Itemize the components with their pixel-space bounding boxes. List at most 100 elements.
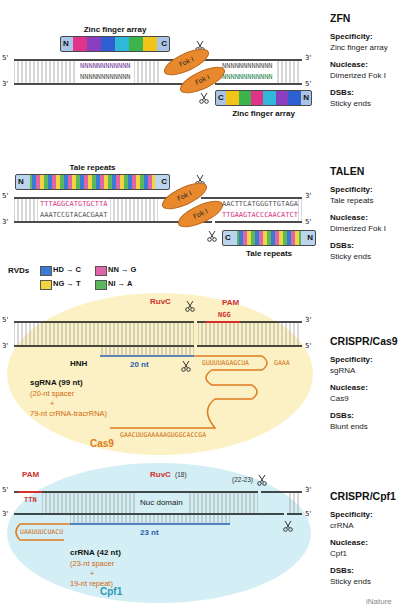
dna-sequence: AAATCCGTACACGAAT (40, 211, 107, 219)
node-text: N (303, 91, 309, 105)
strand-end: 5' (305, 342, 311, 350)
key-label: Nuclease: (330, 538, 368, 547)
cpf1-base-pairs (42, 493, 300, 523)
key-label: Nuclease: (330, 213, 368, 222)
zinc-finger-array: Zinc finger arrayNC (60, 36, 170, 52)
cpf1-pam-part (18, 491, 42, 493)
node-text: Tale repeats (0, 163, 199, 172)
value-label: Sticky ends (330, 99, 371, 108)
position-number: (18) (175, 471, 187, 478)
node-text: N (307, 231, 313, 245)
panel-heading: CRISPR/Cas9 (330, 335, 398, 347)
cas9-base-pairs-part (100, 347, 194, 355)
strand-end: 5' (2, 192, 8, 200)
node-text: C (161, 175, 167, 189)
key-label: Nuclease: (330, 60, 368, 69)
key-label: DSBs: (330, 566, 354, 575)
cas9-pam (205, 321, 240, 323)
panel-heading: ZFN (330, 12, 350, 24)
legend-swatch (95, 280, 107, 290)
domain-label: PAM (22, 470, 39, 479)
domain-label: RuvC (150, 470, 171, 479)
value-label: sgRNA (330, 366, 355, 375)
key-label: sgRNA (99 nt) (30, 378, 83, 387)
strand-end: 3' (2, 510, 8, 518)
sgrna-spacer-part (100, 355, 194, 357)
cas9-dna-part (14, 322, 302, 346)
zfn-base-pairs-part (14, 61, 76, 83)
talen-dna-part (14, 198, 302, 222)
value-label: Tale repeats (330, 196, 374, 205)
talen-base-pairs-part (14, 199, 38, 221)
cas9-base-pairs-part (14, 323, 194, 345)
legend-text: NI → A (108, 279, 132, 288)
key-label: Specificity: (330, 510, 373, 519)
strand-end: 5' (2, 316, 8, 324)
node-text: N (63, 37, 69, 51)
cpf1-scissors-part (284, 521, 293, 531)
domain-label: RuvC (150, 297, 171, 306)
zinc-finger-array: Zinc finger arrayCN (215, 90, 312, 106)
panel-heading: TALEN (330, 165, 364, 177)
talen-scissors-part (208, 231, 217, 241)
pam-sequence: NGG (218, 311, 231, 319)
value-label: Zinc finger array (330, 43, 388, 52)
strand-end: 5' (305, 510, 311, 518)
strand-end: 3' (2, 218, 8, 226)
dna-sequence: NNNNNNNNNNNN (222, 62, 273, 70)
sgrna-scaffold-part (110, 356, 267, 428)
length-label: 23 nt (140, 528, 159, 537)
legend-text: NG → T (53, 279, 81, 288)
zfn-base-pairs-part (276, 61, 300, 83)
rna-note: 79-nt crRNA-tracrRNA) (30, 409, 107, 418)
cas9-base-pairs (14, 323, 300, 355)
length-label: 20 nt (130, 360, 149, 369)
cpf1-scissors-part (258, 475, 267, 485)
cas9-pam-part (205, 321, 240, 323)
key-label: Specificity: (330, 185, 373, 194)
protein-ellipse (7, 293, 313, 455)
strand-end: 5' (2, 54, 8, 62)
rna-note: + (50, 399, 54, 408)
key-label: Specificity: (330, 32, 373, 41)
cpf1-base-pairs-part (288, 493, 300, 513)
node-text: Tale repeats (193, 249, 345, 258)
zfn-base-pairs (14, 61, 300, 83)
cpf1-base-pairs-part (188, 493, 258, 513)
sgrna-spacer (100, 355, 194, 357)
node-text: Zinc finger array (186, 109, 341, 118)
legend-swatch (40, 280, 52, 290)
strand-end: 3' (305, 54, 311, 62)
cpf1-dna (14, 492, 302, 514)
value-label: Sticky ends (330, 252, 371, 261)
strand-end: 3' (2, 80, 8, 88)
node-text: Cas9 (90, 438, 114, 449)
dna-sequence: TTTAGGCATGTGCTTA (40, 200, 107, 208)
strand-end: 5' (2, 486, 8, 494)
node-text: C (218, 91, 224, 105)
value-label: Nuc domain (140, 498, 183, 507)
cas9-scissors-part (186, 301, 195, 311)
zfn-dna (14, 60, 302, 84)
dna-sequence: TTGAAGTACCCAACATCT (222, 211, 298, 219)
key-label: RVDs (8, 266, 29, 275)
crrna-repeat-part (16, 524, 70, 540)
dna-sequence: AACTTCATGGGTTGTAGA (222, 200, 298, 208)
value-label: crRNA (330, 521, 354, 530)
zfn-dna-part (14, 60, 302, 84)
rna-note: (23-nt spacer (70, 559, 114, 568)
crrna-spacer-part (70, 523, 230, 525)
value-label: Dimerized Fok I (330, 224, 386, 233)
cpf1-scissors (258, 475, 293, 531)
key-label: DSBs: (330, 411, 354, 420)
panel-heading: CRISPR/Cpf1 (330, 490, 396, 502)
cas9-base-pairs-part (198, 323, 300, 345)
pam-sequence: TTN (24, 496, 37, 504)
node-text: Zinc finger array (31, 25, 199, 34)
cpf1-pam (18, 491, 42, 493)
legend-swatch (40, 266, 52, 276)
strand-end: 5' (305, 218, 311, 226)
strand-end: 3' (305, 316, 311, 324)
node-text: C (161, 37, 167, 51)
dna-sequence: NNNNNNNNNNNN (222, 73, 273, 81)
